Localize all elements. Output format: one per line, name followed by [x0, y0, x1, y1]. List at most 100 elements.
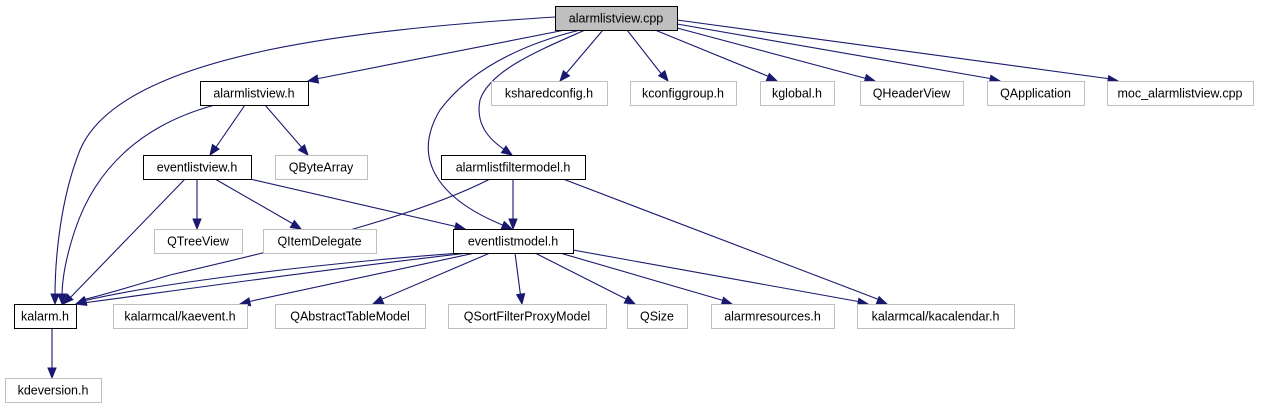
arrowhead-icon: [371, 295, 385, 305]
node-label: QApplication: [1000, 87, 1071, 101]
edge-eventlistmodel_h-to-kalarm_h: [74, 252, 469, 306]
arrowhead-icon: [508, 218, 518, 231]
arrowhead-icon: [57, 293, 67, 306]
edge-line: [626, 29, 664, 77]
node-box: [5, 378, 102, 403]
edge-line: [379, 252, 491, 301]
edge-line: [315, 29, 566, 80]
edge-line: [214, 178, 296, 226]
node-moc-alarmlistview-cpp: moc_alarmlistview.cpp: [1107, 81, 1254, 106]
node-box: [275, 304, 426, 329]
node-label: QSortFilterProxyModel: [464, 310, 590, 324]
edge-alarmlistview_h-to-eventlistview_h: [209, 104, 246, 157]
node-box: [711, 304, 835, 329]
arrowhead-icon: [559, 69, 571, 83]
edge-eventlistview_h-to-QTreeView: [192, 179, 202, 231]
node-QHeaderView: QHeaderView: [860, 81, 964, 106]
edge-eventlistview_h-to-kalarm_h: [62, 178, 186, 305]
edge-line: [676, 23, 994, 80]
node-label: QSize: [640, 310, 674, 324]
node-label: moc_alarmlistview.cpp: [1117, 87, 1242, 101]
node-box: [627, 304, 688, 329]
node-kacalendar-h: kalarmcal/kacalendar.h: [857, 304, 1015, 329]
node-box[interactable]: [440, 154, 587, 181]
node-label: kalarmcal/kacalendar.h: [872, 310, 1000, 324]
edge-line: [514, 252, 522, 300]
node-alarmlistfiltermodel-h[interactable]: alarmlistfiltermodel.h: [440, 154, 587, 181]
arrowhead-icon: [47, 367, 57, 380]
node-label: alarmlistview.cpp: [569, 12, 664, 26]
edge-line: [559, 252, 726, 302]
edge-line: [246, 252, 476, 303]
arrowhead-icon: [74, 296, 88, 306]
node-label: alarmlistview.h: [213, 87, 294, 101]
node-label: kconfiggroup.h: [642, 87, 724, 101]
edge-line-parallel: [82, 252, 469, 304]
edge-alarmlistview_cpp-to-kalarm_h: [50, 16, 556, 306]
node-box: [857, 304, 1015, 329]
arrowhead-icon: [657, 69, 669, 83]
edge-alarmlistview_cpp-to-eventlistmodel_h: [427, 29, 581, 230]
edge-line: [654, 29, 771, 78]
node-box[interactable]: [13, 303, 78, 330]
edge-alarmlistfiltermodel_h-to-kacalendar_h: [562, 178, 889, 305]
node-box: [860, 81, 964, 106]
node-kglobal-h: kglobal.h: [760, 81, 835, 106]
edge-line: [67, 178, 186, 301]
nodes-layer: alarmlistview.cpp alarmlistview.h ksharedc…: [5, 5, 1254, 403]
edge-line: [427, 29, 581, 227]
node-box[interactable]: [554, 5, 679, 32]
node-box: [263, 229, 377, 254]
arrowhead-icon: [289, 219, 303, 230]
node-label: eventlistmodel.h: [468, 235, 558, 249]
edge-line: [249, 178, 459, 228]
arrowhead-icon: [50, 293, 60, 306]
edge-line: [478, 29, 586, 151]
node-alarmlistview-h[interactable]: alarmlistview.h: [199, 80, 310, 107]
arrowhead-icon: [765, 72, 779, 82]
node-QItemDelegate: QItemDelegate: [263, 229, 377, 254]
edge-line: [54, 16, 556, 298]
node-box[interactable]: [452, 228, 575, 255]
node-kconfiggroup-h: kconfiggroup.h: [630, 81, 737, 106]
node-box: [448, 304, 607, 329]
node-kdeversion-h: kdeversion.h: [5, 378, 102, 403]
node-box: [1107, 81, 1254, 106]
node-box: [630, 81, 737, 106]
node-QTreeView: QTreeView: [154, 229, 243, 254]
arrowhead-icon: [875, 295, 889, 305]
node-alarmlistview-cpp[interactable]: alarmlistview.cpp: [554, 5, 679, 32]
node-label: QTreeView: [167, 235, 230, 249]
arrowhead-icon: [209, 143, 220, 157]
edge-line: [676, 27, 869, 80]
node-kaevent-h: kalarmcal/kaevent.h: [113, 304, 248, 329]
edge-eventlistview_h-to-eventlistmodel_h: [249, 178, 467, 232]
node-box: [113, 304, 248, 329]
node-label: QHeaderView: [873, 87, 952, 101]
edge-kalarm_h-to-kdeversion_h: [47, 328, 57, 380]
arrowhead-icon: [515, 292, 526, 306]
edge-alarmlistview_cpp-to-alarmlistfiltermodel_h: [478, 29, 586, 156]
arrowhead-icon: [720, 296, 734, 306]
edge-eventlistmodel_h-to-QAbstractTableModel: [371, 252, 491, 305]
node-label: kalarm.h: [21, 310, 69, 324]
arrowhead-icon: [306, 74, 320, 84]
edge-line: [562, 178, 881, 301]
edge-alarmlistview_cpp-to-moc_alarmlistview_cpp: [676, 19, 1120, 85]
node-eventlistmodel-h[interactable]: eventlistmodel.h: [452, 228, 575, 255]
node-box: [154, 229, 243, 254]
node-label: ksharedconfig.h: [505, 87, 593, 101]
node-label: kglobal.h: [772, 87, 822, 101]
node-box[interactable]: [199, 80, 310, 107]
edge-eventlistmodel_h-to-QSortFilterProxyModel: [514, 252, 526, 306]
node-box[interactable]: [142, 154, 253, 181]
edge-line: [676, 19, 1112, 80]
node-label: alarmlistfiltermodel.h: [456, 161, 571, 175]
node-eventlistview-h[interactable]: eventlistview.h: [142, 154, 253, 181]
node-QAbstractTableModel: QAbstractTableModel: [275, 304, 426, 329]
node-kalarm-h[interactable]: kalarm.h: [13, 303, 78, 330]
edge-alarmlistview_cpp-to-kconfiggroup_h: [626, 29, 669, 83]
edge-alarmlistview_h-to-QByteArray: [264, 104, 309, 157]
edge-alarmlistview_h-to-kalarm_h: [57, 104, 216, 306]
node-label: alarmresources.h: [724, 310, 821, 324]
